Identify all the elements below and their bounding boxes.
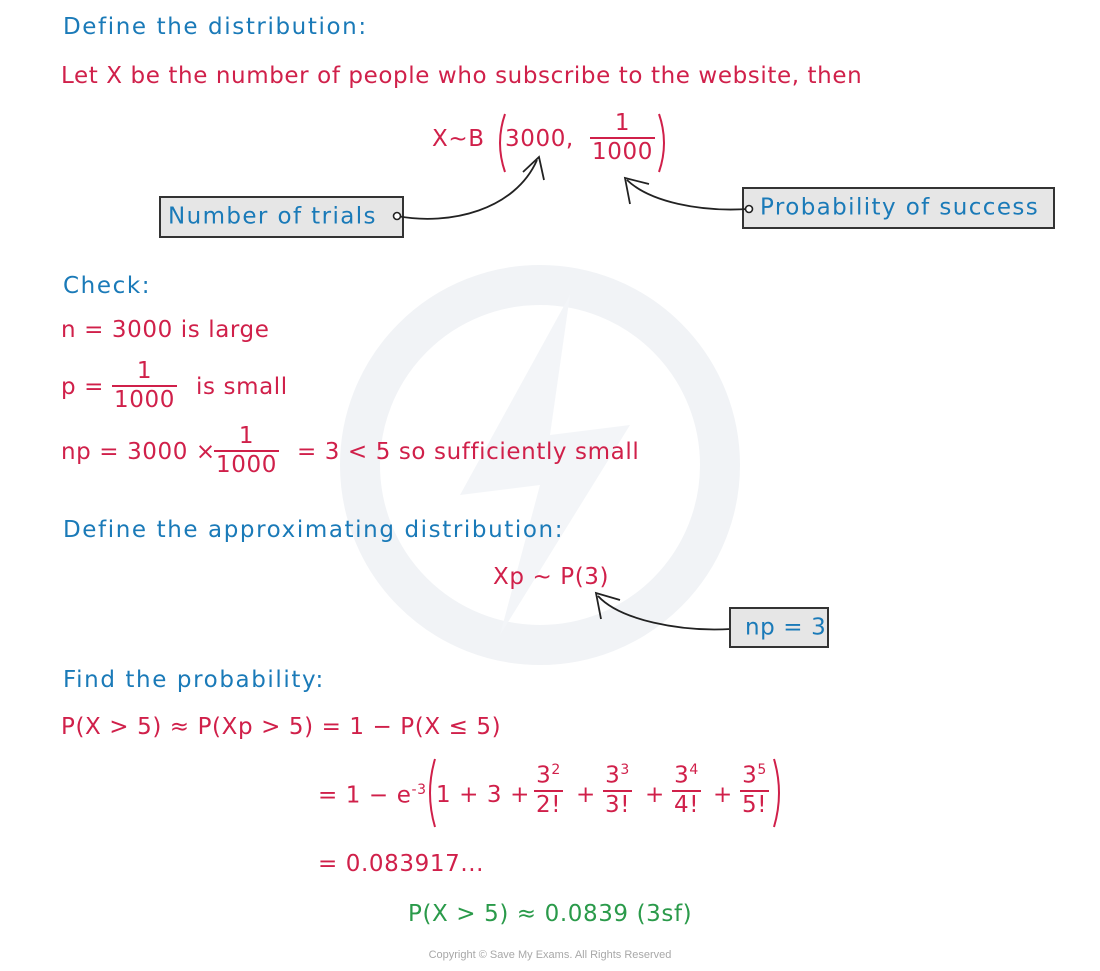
series-start: 1 + 3 +: [436, 782, 530, 808]
term-5-exp: 5: [757, 762, 767, 778]
check-np-prefix: np = 3000 ×: [61, 439, 216, 465]
term-5-den: 5!: [740, 789, 770, 818]
tag-np-equals-3: np = 3: [729, 607, 829, 648]
term-4-exp: 4: [689, 762, 699, 778]
n-value: 3000,: [505, 126, 574, 152]
term-3-base: 3: [605, 762, 621, 789]
plus-1: +: [576, 782, 596, 808]
plus-3: +: [713, 782, 733, 808]
check-n-line: n = 3000 is large: [61, 317, 270, 343]
tag-probability-of-success-label: Probability of success: [760, 194, 1040, 221]
term-2-base: 3: [536, 762, 552, 789]
heading-check: Check:: [63, 273, 152, 299]
plus-2: +: [645, 782, 665, 808]
heading-approximating-distribution: Define the approximating distribution:: [63, 517, 565, 543]
heading-find-probability: Find the probability:: [63, 667, 325, 693]
tag-np-equals-3-label: np = 3: [745, 614, 827, 640]
term-3-den: 3!: [603, 789, 633, 818]
line2-exponent: -3: [411, 782, 427, 798]
series-right-paren-icon: [773, 758, 780, 828]
probability-line-2-prefix: = 1 − e-3: [318, 782, 427, 809]
copyright-footer: Copyright © Save My Exams. All Rights Re…: [428, 949, 672, 961]
term-3-exp: 3: [620, 762, 630, 778]
check-np-denominator: 1000: [214, 450, 279, 478]
term-5-base: 3: [742, 762, 758, 789]
probability-line-1: P(X > 5) ≈ P(Xp > 5) = 1 − P(X ≤ 5): [61, 714, 502, 740]
check-p-prefix: p =: [61, 374, 104, 400]
term-4-den: 4!: [672, 789, 702, 818]
series-left-paren-icon: [429, 758, 436, 828]
term-2-den: 2!: [534, 789, 564, 818]
check-np-numerator: 1: [238, 423, 255, 449]
series-term-2: 32 2!: [534, 762, 564, 818]
series-term-4: 34 4!: [672, 762, 702, 818]
probability-line-3: = 0.083917...: [318, 851, 485, 877]
left-paren-icon: [499, 113, 506, 173]
tag-probability-of-success: Probability of success: [742, 187, 1055, 229]
poisson-dist: Xp ~ P(3): [493, 564, 610, 590]
term-4-base: 3: [674, 762, 690, 789]
p-fraction-denominator: 1000: [590, 137, 655, 165]
term-2-exp: 2: [551, 762, 561, 778]
heading-define-distribution: Define the distribution:: [63, 14, 368, 40]
binomial-dist-label: X~B: [432, 126, 485, 152]
final-answer: P(X > 5) ≈ 0.0839 (3sf): [408, 901, 693, 927]
check-p-suffix: is small: [196, 374, 288, 400]
watermark-logo-icon: [340, 265, 740, 665]
right-paren-icon: [658, 113, 665, 173]
p-fraction-numerator: 1: [614, 110, 631, 136]
check-p-numerator: 1: [136, 358, 153, 384]
tag-number-of-trials-label: Number of trials: [168, 203, 377, 230]
line2-prefix-text: = 1 − e: [318, 782, 412, 809]
check-np-suffix: = 3 < 5 so sufficiently small: [297, 439, 640, 465]
series-term-5: 35 5!: [740, 762, 770, 818]
let-x-statement: Let X be the number of people who subscr…: [61, 63, 863, 89]
check-p-denominator: 1000: [112, 385, 177, 413]
